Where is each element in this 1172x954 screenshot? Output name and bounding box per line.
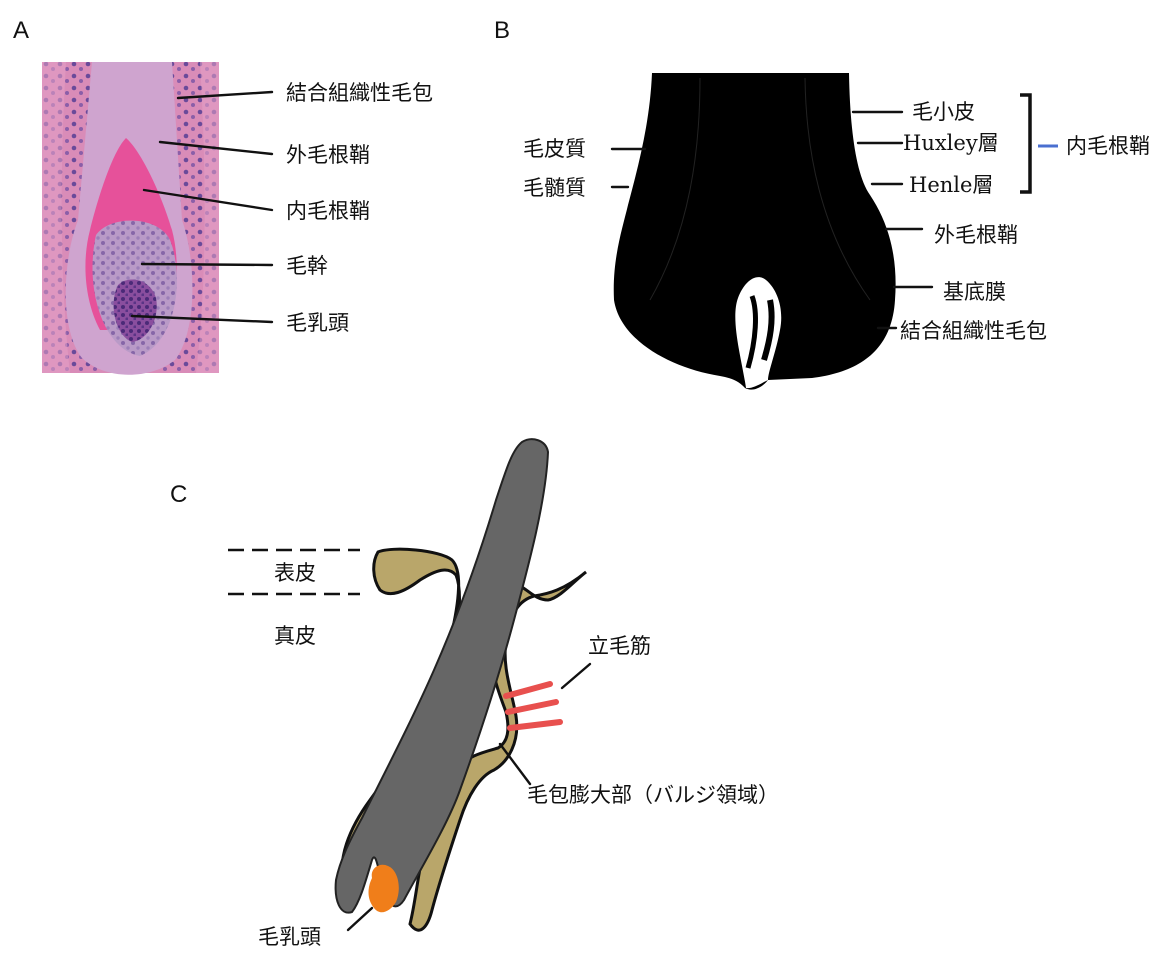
panel-a-letter: A <box>13 17 29 44</box>
label-connective-tissue-sheath-b: 結合組織性毛包 <box>900 319 1047 343</box>
label-medulla: 毛髄質 <box>523 176 586 200</box>
leader-arrector-pili <box>562 664 590 688</box>
bracket-line <box>1020 95 1030 192</box>
panel-b-letter: B <box>494 17 510 44</box>
panel-c: C 表皮 真皮 <box>170 439 779 949</box>
label-cuticle: 毛小皮 <box>912 100 975 124</box>
label-dermal-papilla-c: 毛乳頭 <box>258 925 321 949</box>
label-dermal-papilla: 毛乳頭 <box>286 311 349 335</box>
panel-c-letter: C <box>170 481 187 508</box>
label-cortex: 毛皮質 <box>523 137 586 161</box>
histology-micrograph <box>42 62 219 375</box>
label-arrector-pili: 立毛筋 <box>588 634 651 658</box>
panel-b: B 毛皮質 毛髄質 毛小皮 Huxley層 Henle層 <box>494 17 1150 390</box>
label-bulge-region: 毛包膨大部（バルジ領域） <box>527 783 779 807</box>
hair-follicle-drawing <box>336 439 586 930</box>
follicle-cross-section <box>614 73 896 390</box>
label-dermis: 真皮 <box>274 624 316 648</box>
label-epidermis: 表皮 <box>274 561 316 585</box>
label-huxley-layer: Huxley層 <box>903 131 999 155</box>
panel-a-labels: 結合組織性毛包 外毛根鞘 内毛根鞘 毛幹 毛乳頭 <box>286 81 433 335</box>
inner-root-sheath-bracket: 内毛根鞘 <box>1020 95 1150 192</box>
label-connective-tissue-sheath: 結合組織性毛包 <box>286 81 433 105</box>
label-outer-root-sheath-b: 外毛根鞘 <box>934 223 1018 247</box>
label-hair-shaft: 毛幹 <box>286 254 328 278</box>
leader-bulge <box>500 744 530 784</box>
panel-c-labels: 立毛筋 毛包膨大部（バルジ領域） 毛乳頭 <box>258 634 779 949</box>
label-outer-root-sheath: 外毛根鞘 <box>286 143 370 167</box>
label-basement-membrane: 基底膜 <box>943 280 1006 304</box>
skin-layer-markers: 表皮 真皮 <box>228 550 360 648</box>
label-henle-layer: Henle層 <box>909 173 993 197</box>
panel-a: A 結合組織性毛包 外毛根鞘 内毛根鞘 毛幹 <box>13 17 433 375</box>
label-inner-root-sheath-b: 内毛根鞘 <box>1066 134 1150 158</box>
leader-hair-shaft <box>142 264 272 265</box>
label-inner-root-sheath: 内毛根鞘 <box>286 199 370 223</box>
